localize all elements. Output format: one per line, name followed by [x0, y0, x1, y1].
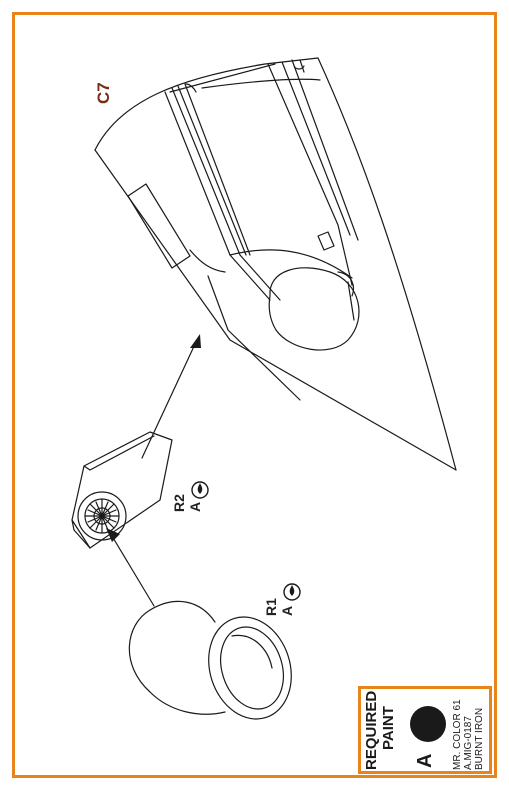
paint-drop-icon — [191, 481, 209, 499]
part-r2-paint: A — [187, 501, 203, 512]
part-r1-nozzle — [128, 600, 292, 720]
paint-name-mig: A.MIG-0187 — [463, 716, 474, 770]
part-r1-paint: A — [279, 605, 295, 616]
required-paint-title: REQUIRED — [363, 690, 380, 770]
paint-swatch — [410, 706, 446, 742]
paint-name-color: BURNT IRON — [474, 707, 485, 770]
paint-drop-icon — [283, 583, 301, 601]
part-r2-id: R2 — [171, 494, 187, 512]
part-r1-id: R1 — [263, 598, 279, 616]
paint-name-mr-color: MR. COLOR 61 — [452, 699, 463, 770]
sheet-border — [12, 12, 497, 778]
step-label: C7 — [94, 82, 113, 104]
arrow-icon — [111, 341, 197, 607]
paint-letter: A — [414, 753, 436, 768]
required-paint-subtitle: PAINT — [380, 706, 397, 750]
part-r2-plate — [71, 431, 173, 549]
fuselage-nose — [94, 57, 457, 471]
